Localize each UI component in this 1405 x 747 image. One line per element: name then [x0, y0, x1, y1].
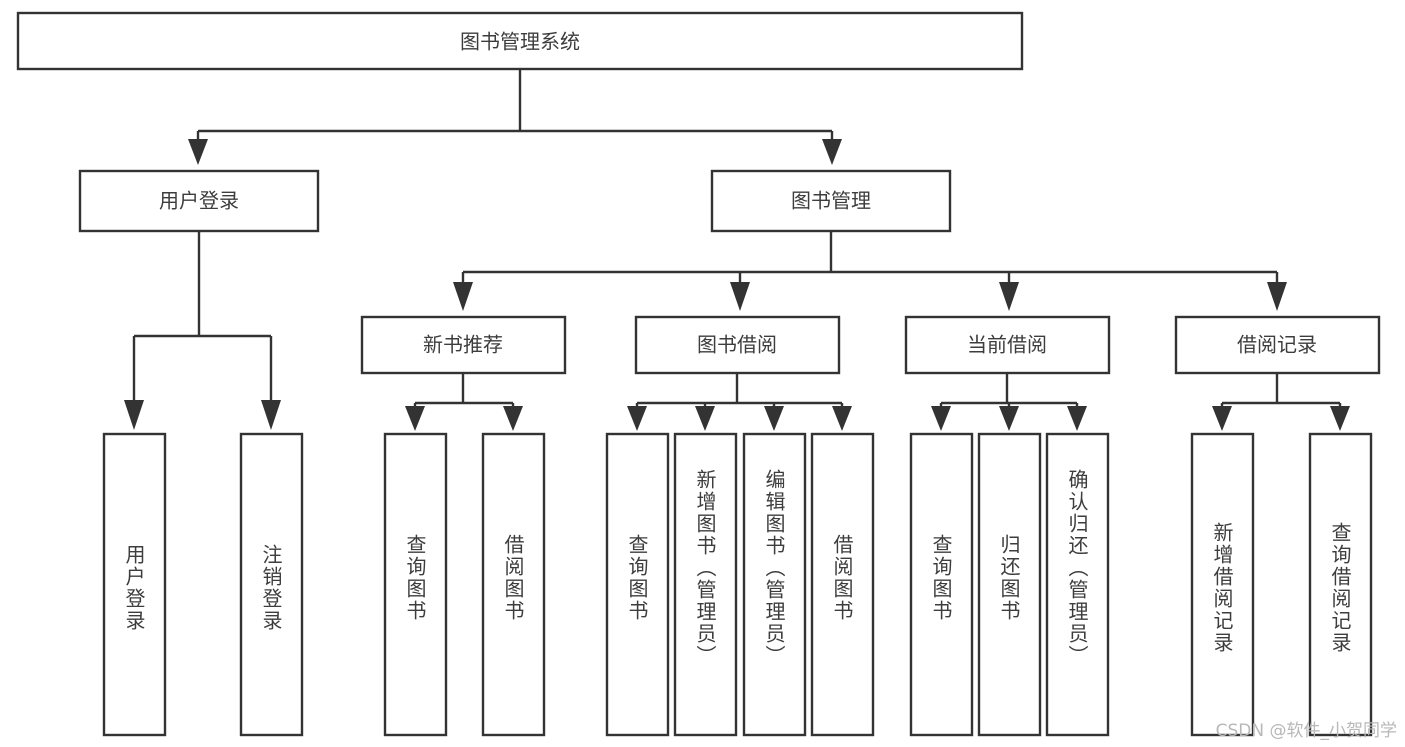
- arrow-head-book-manage: [822, 139, 842, 165]
- node-borrow-record-label: 借阅记录: [1237, 333, 1317, 357]
- node-current-borrow[interactable]: 当前借阅: [904, 315, 1111, 375]
- leaf-node-query-book-recommend-label: 查询图书: [403, 534, 427, 622]
- leaf-node-add-borrow-record-label: 新增借阅记录: [1210, 522, 1234, 654]
- arrow-head-leaf-query-record: [1330, 406, 1350, 431]
- leaf-node-borrow-book[interactable]: 借阅图书: [810, 432, 875, 737]
- leaf-node-query-borrow-record-box: [1308, 432, 1373, 737]
- node-root-box: [16, 11, 1024, 71]
- leaf-node-add-book-box: [673, 432, 738, 737]
- arrow-head-current-borrow: [999, 282, 1019, 311]
- arrow-head-leaf-query-book-2: [627, 406, 647, 431]
- leaf-node-logout-box: [239, 432, 304, 737]
- arrow-head-book-borrow: [730, 282, 750, 311]
- leaf-node-borrow-book-recommend-box: [481, 432, 546, 737]
- connector-user-login-to-leaves: [124, 231, 281, 430]
- leaf-node-borrow-book-recommend-label: 借阅图书: [501, 534, 525, 622]
- connector-book-manage-to-level3: [453, 231, 1287, 311]
- leaf-node-logout-label: 注销登录: [259, 544, 283, 632]
- leaf-node-borrow-book-recommend[interactable]: 借阅图书: [481, 432, 546, 737]
- leaf-node-logout[interactable]: 注销登录: [239, 432, 304, 737]
- node-user-login[interactable]: 用户登录: [78, 169, 320, 233]
- connector-borrow-record-to-leaves: [1212, 373, 1350, 431]
- leaf-node-borrow-book-label: 借阅图书: [830, 534, 854, 622]
- node-current-borrow-label: 当前借阅: [967, 333, 1047, 357]
- leaf-node-query-book-borrow[interactable]: 查询图书: [605, 432, 670, 737]
- arrow-head-leaf-borrow-book-1: [503, 406, 523, 431]
- arrow-head-new-book-recommend: [453, 282, 473, 311]
- connector-new-book-recommend-to-leaves: [405, 373, 523, 431]
- node-new-book-recommend-box: [360, 315, 567, 375]
- node-book-manage[interactable]: 图书管理: [710, 169, 952, 233]
- leaf-node-add-book-label: 新增图书（管理员）: [693, 469, 717, 667]
- arrow-head-leaf-return-book: [999, 406, 1019, 431]
- arrow-head-user-login: [188, 139, 208, 165]
- leaf-node-user-login[interactable]: 用户登录: [102, 432, 167, 737]
- leaf-node-add-book[interactable]: 新增图书（管理员）: [673, 432, 738, 737]
- leaf-node-query-book-current[interactable]: 查询图书: [909, 432, 974, 737]
- arrow-head-leaf-query-book-3: [931, 406, 951, 431]
- node-book-borrow-label: 图书借阅: [697, 333, 777, 357]
- connector-book-borrow-to-leaves: [627, 373, 852, 431]
- arrow-head-leaf-edit-book: [764, 406, 784, 431]
- leaf-node-query-book-recommend[interactable]: 查询图书: [383, 432, 448, 737]
- arrow-head-leaf-add-book: [695, 406, 715, 431]
- leaf-node-query-book-current-box: [909, 432, 974, 737]
- connector-current-borrow-to-leaves: [931, 373, 1087, 431]
- arrow-head-leaf-add-record: [1212, 406, 1232, 431]
- node-new-book-recommend[interactable]: 新书推荐: [360, 315, 567, 375]
- leaf-node-add-borrow-record-box: [1190, 432, 1255, 737]
- leaf-node-edit-book[interactable]: 编辑图书（管理员）: [742, 432, 807, 737]
- arrow-head-borrow-record: [1267, 282, 1287, 311]
- leaf-node-query-book-borrow-box: [605, 432, 670, 737]
- node-borrow-record[interactable]: 借阅记录: [1174, 315, 1381, 375]
- leaf-node-borrow-book-box: [810, 432, 875, 737]
- leaf-node-return-book[interactable]: 归还图书: [977, 432, 1042, 737]
- node-current-borrow-box: [904, 315, 1111, 375]
- arrow-head-leaf-query-book-1: [405, 406, 425, 431]
- arrow-head-leaf-user-login: [124, 400, 144, 430]
- node-new-book-recommend-label: 新书推荐: [423, 333, 503, 357]
- node-root[interactable]: 图书管理系统: [16, 11, 1024, 71]
- arrow-head-leaf-borrow-book-2: [832, 406, 852, 431]
- leaf-node-return-book-label: 归还图书: [997, 534, 1021, 622]
- leaf-node-confirm-return[interactable]: 确认归还（管理员）: [1045, 432, 1110, 737]
- leaf-node-user-login-box: [102, 432, 167, 737]
- leaf-node-user-login-label: 用户登录: [122, 544, 146, 632]
- leaf-node-return-book-box: [977, 432, 1042, 737]
- leaf-node-query-book-recommend-box: [383, 432, 448, 737]
- leaf-node-add-borrow-record[interactable]: 新增借阅记录: [1190, 432, 1255, 737]
- leaf-node-confirm-return-box: [1045, 432, 1110, 737]
- node-book-borrow[interactable]: 图书借阅: [634, 315, 841, 375]
- leaf-node-edit-book-label: 编辑图书（管理员）: [762, 469, 786, 667]
- arrow-head-leaf-logout: [261, 400, 281, 430]
- connector-root-to-level2: [188, 69, 842, 165]
- node-root-label: 图书管理系统: [460, 30, 580, 54]
- leaf-node-edit-book-box: [742, 432, 807, 737]
- node-user-login-box: [78, 169, 320, 233]
- arrow-head-leaf-confirm-return: [1067, 406, 1087, 431]
- leaf-node-query-book-borrow-label: 查询图书: [625, 534, 649, 622]
- node-book-manage-label: 图书管理: [791, 189, 871, 213]
- node-user-login-label: 用户登录: [159, 189, 239, 213]
- leaf-node-query-book-current-label: 查询图书: [929, 534, 953, 622]
- leaf-node-query-borrow-record[interactable]: 查询借阅记录: [1308, 432, 1373, 737]
- leaf-node-query-borrow-record-label: 查询借阅记录: [1328, 522, 1352, 654]
- leaf-node-confirm-return-label: 确认归还（管理员）: [1065, 469, 1089, 667]
